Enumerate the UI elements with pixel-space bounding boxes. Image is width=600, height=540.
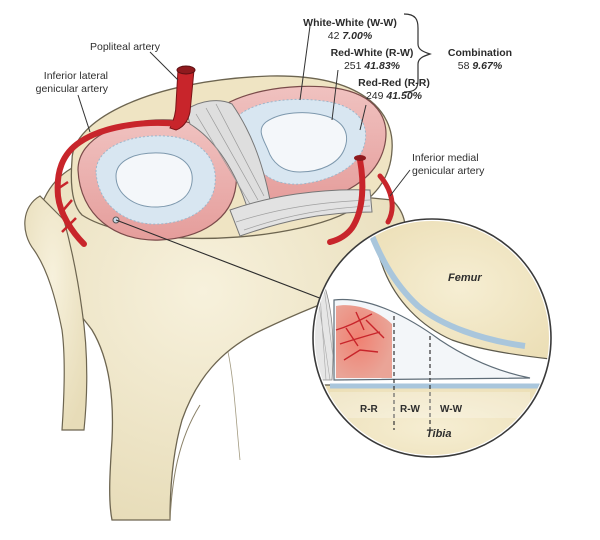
zone-count: 251	[343, 60, 362, 72]
inset-zone-label-rr: R-R	[360, 404, 378, 415]
inferior-medial-genicular-artery-label: Inferior medial genicular artery	[412, 152, 484, 178]
label-line: genicular artery	[35, 83, 108, 95]
zone-stat-red-red: Red-Red (R-R) 249 41.50%	[346, 77, 442, 103]
label-line: genicular artery	[412, 165, 485, 177]
femur-label: Femur	[448, 272, 482, 284]
red-zone-vascular	[336, 305, 392, 378]
inset-zone-label-ww: W-W	[440, 404, 463, 415]
meniscus-zones-inset	[312, 218, 552, 458]
zone-percent: 41.83%	[364, 60, 401, 72]
zone-name: White-White (W-W)	[303, 17, 397, 29]
zone-percent: 9.67%	[472, 60, 503, 72]
zone-count: 249	[365, 90, 384, 102]
zone-stat-red-white: Red-White (R-W) 251 41.83%	[322, 47, 422, 73]
zone-stat-white-white: White-White (W-W) 42 7.00%	[300, 17, 400, 43]
popliteal-artery-label: Popliteal artery	[90, 41, 161, 53]
tibia-label: Tibia	[426, 428, 452, 440]
inferior-lateral-genicular-artery-label: Inferior lateral genicular artery	[18, 70, 108, 96]
fibula-bone	[24, 195, 88, 431]
popliteal-artery	[169, 65, 196, 131]
inferior-medial-genicular-artery	[327, 155, 395, 245]
zone-percent: 41.50%	[386, 90, 423, 102]
lateral-meniscus	[77, 119, 237, 241]
zone-count: 42	[327, 30, 340, 42]
zone-name: Combination	[447, 47, 513, 59]
inset-zone-label-rw: R-W	[400, 404, 420, 415]
zone-name: Red-White (R-W)	[330, 47, 414, 59]
inferior-lateral-genicular-artery	[54, 119, 181, 247]
label-line: Inferior lateral	[43, 70, 108, 82]
zone-name: Red-Red (R-R)	[358, 77, 430, 89]
magnification-connector	[112, 216, 331, 303]
cruciate-ligaments	[185, 100, 373, 237]
zone-stat-combination: Combination 58 9.67%	[430, 47, 530, 73]
zone-percent: 7.00%	[342, 30, 373, 42]
zone-count: 58	[457, 60, 470, 72]
label-line: Inferior medial	[412, 152, 479, 164]
